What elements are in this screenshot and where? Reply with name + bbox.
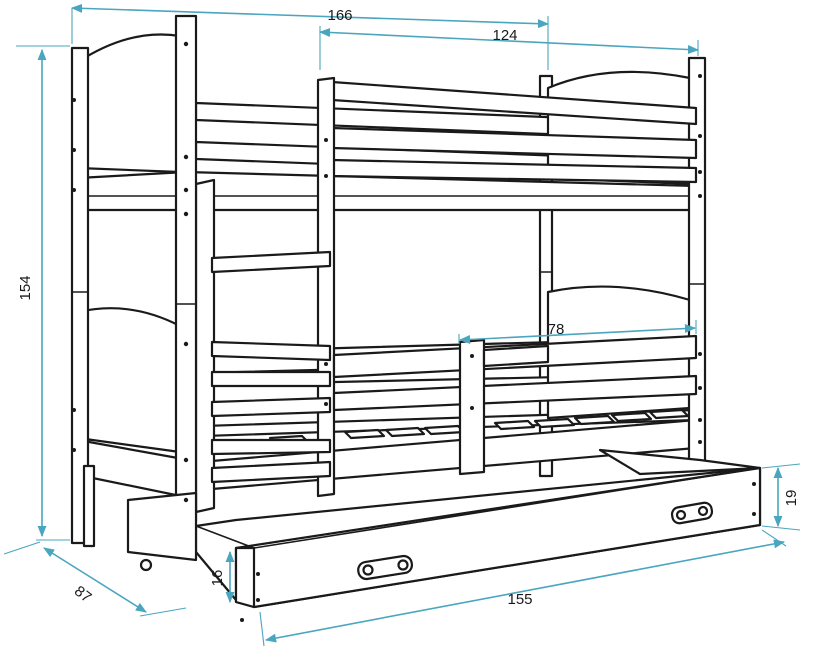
post-bolts: [72, 41, 702, 503]
upper-front-safety-rails: [330, 80, 698, 184]
dimension-drawer-height: 16: [209, 550, 235, 604]
bunk-bed-drawing: [70, 14, 762, 622]
dimension-height: 154: [16, 45, 70, 541]
dimension-guard-width: 78: [458, 320, 697, 344]
dimension-label-drawer-depth: 19: [783, 490, 800, 507]
dimension-total-width: 166: [70, 3, 550, 70]
left-back-post: [70, 46, 96, 548]
dimension-label-height: 154: [17, 275, 34, 300]
dimension-depth: 87: [3, 541, 187, 617]
ladder: [194, 76, 336, 514]
dimension-label-guard-width: 78: [548, 321, 565, 338]
left-upper-headboard: [76, 33, 182, 174]
left-front-post: [174, 14, 198, 523]
dimension-label-drawer-length: 155: [507, 591, 532, 608]
left-lower-headboard: [76, 307, 182, 454]
dimension-lines: 166 124 154 87 78: [3, 3, 801, 647]
dimension-label-inner-width: 124: [492, 27, 517, 44]
dimension-label-drawer-height: 16: [209, 570, 226, 587]
dimension-drawer-depth: 19: [761, 463, 801, 531]
dimension-label-depth: 87: [71, 583, 95, 607]
dimension-label-total-width: 166: [327, 7, 352, 24]
dimension-inner-width: 124: [318, 26, 700, 70]
dimension-drawer-length: 155: [259, 529, 787, 647]
